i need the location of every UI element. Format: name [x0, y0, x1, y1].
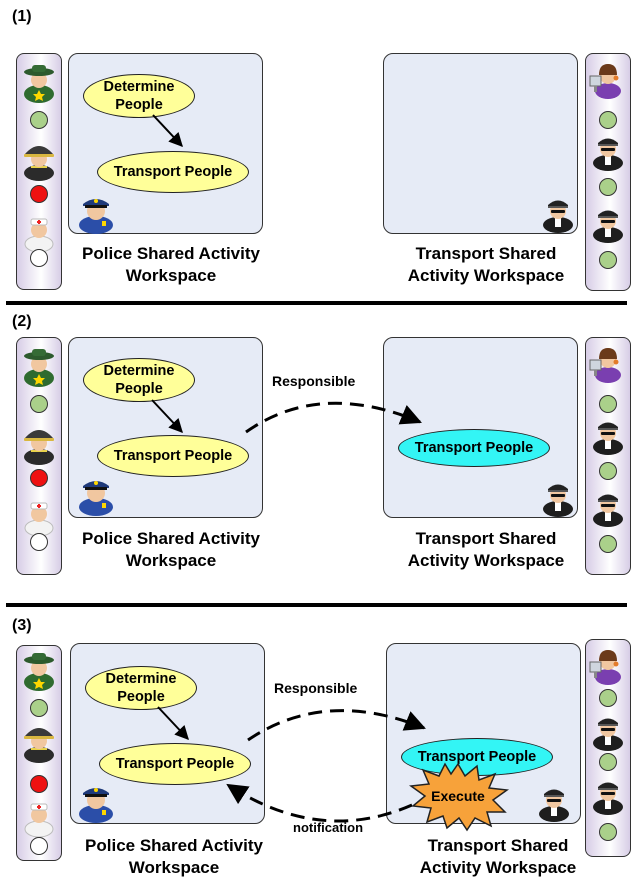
- transport-participant-sidebar: [585, 639, 631, 857]
- chauffeur-avatar-icon: [593, 494, 623, 527]
- transport-shared-activity-workspace[interactable]: [383, 53, 578, 234]
- chauffeur-avatar-icon: [593, 782, 623, 815]
- chauffeur-avatar-icon: [593, 718, 623, 751]
- dispatcher-avatar-icon: [589, 347, 622, 384]
- firefighter-avatar-icon: [24, 430, 54, 465]
- transport-participant-sidebar: [585, 53, 631, 291]
- delegated-activity-transport-people[interactable]: Transport People: [398, 429, 550, 467]
- chauffeur-avatar-icon: [543, 200, 573, 233]
- firefighter-avatar-icon: [24, 728, 54, 763]
- chauffeur-avatar-icon: [539, 789, 569, 822]
- chauffeur-avatar-icon: [543, 484, 573, 517]
- responsible-edge-label: Responsible: [274, 680, 358, 696]
- execute-burst-shape: [408, 762, 510, 832]
- chauffeur-avatar-icon: [593, 138, 623, 171]
- status-dot-busy: [30, 469, 48, 487]
- police-participant-sidebar: [16, 337, 62, 575]
- status-dot-available: [30, 699, 48, 717]
- panel-divider: [6, 301, 627, 305]
- medic-avatar-icon: [24, 502, 54, 537]
- sheriff-avatar-icon: [24, 653, 54, 691]
- status-dot-available: [30, 111, 48, 129]
- police-participant-sidebar: [16, 645, 62, 861]
- status-dot-available: [599, 251, 617, 269]
- status-dot-available: [599, 178, 617, 196]
- panel-divider: [6, 603, 627, 607]
- status-dot-available: [30, 395, 48, 413]
- status-dot-available: [599, 395, 617, 413]
- responsible-edge-label: Responsible: [272, 373, 356, 389]
- status-dot-available: [599, 823, 617, 841]
- activity-transport-people[interactable]: Transport People: [99, 743, 251, 785]
- sheriff-avatar-icon: [24, 349, 54, 387]
- panel-1-label: (1): [12, 8, 32, 25]
- panel-3-label: (3): [12, 617, 32, 634]
- sheriff-avatar-icon: [24, 65, 54, 103]
- firefighter-avatar-icon: [24, 146, 54, 181]
- police-participant-sidebar: [16, 53, 62, 290]
- police-officer-icon: [79, 199, 113, 234]
- execute-label: Execute: [431, 788, 485, 804]
- status-dot-busy: [30, 775, 48, 793]
- status-dot-available: [599, 462, 617, 480]
- chauffeur-avatar-icon: [593, 210, 623, 243]
- status-dot-available: [599, 753, 617, 771]
- activity-transport-people[interactable]: Transport People: [97, 151, 249, 193]
- execute-burst[interactable]: Execute: [403, 760, 513, 832]
- notification-edge-label: notification: [293, 820, 364, 835]
- police-officer-icon: [79, 481, 113, 516]
- status-dot-available: [599, 535, 617, 553]
- chauffeur-avatar-icon: [593, 422, 623, 455]
- status-dot-available: [599, 689, 617, 707]
- medic-avatar-icon: [24, 803, 54, 838]
- activity-transport-people[interactable]: Transport People: [97, 435, 249, 477]
- status-dot-offline: [30, 249, 48, 267]
- status-dot-busy: [30, 185, 48, 203]
- transport-shared-activity-workspace[interactable]: Transport People: [383, 337, 578, 518]
- panel-2-label: (2): [12, 313, 32, 330]
- status-dot-offline: [30, 837, 48, 855]
- status-dot-available: [599, 111, 617, 129]
- dispatcher-avatar-icon: [589, 63, 622, 100]
- dispatcher-avatar-icon: [589, 649, 622, 686]
- status-dot-offline: [30, 533, 48, 551]
- police-officer-icon: [79, 788, 113, 823]
- medic-avatar-icon: [24, 218, 54, 253]
- transport-participant-sidebar: [585, 337, 631, 575]
